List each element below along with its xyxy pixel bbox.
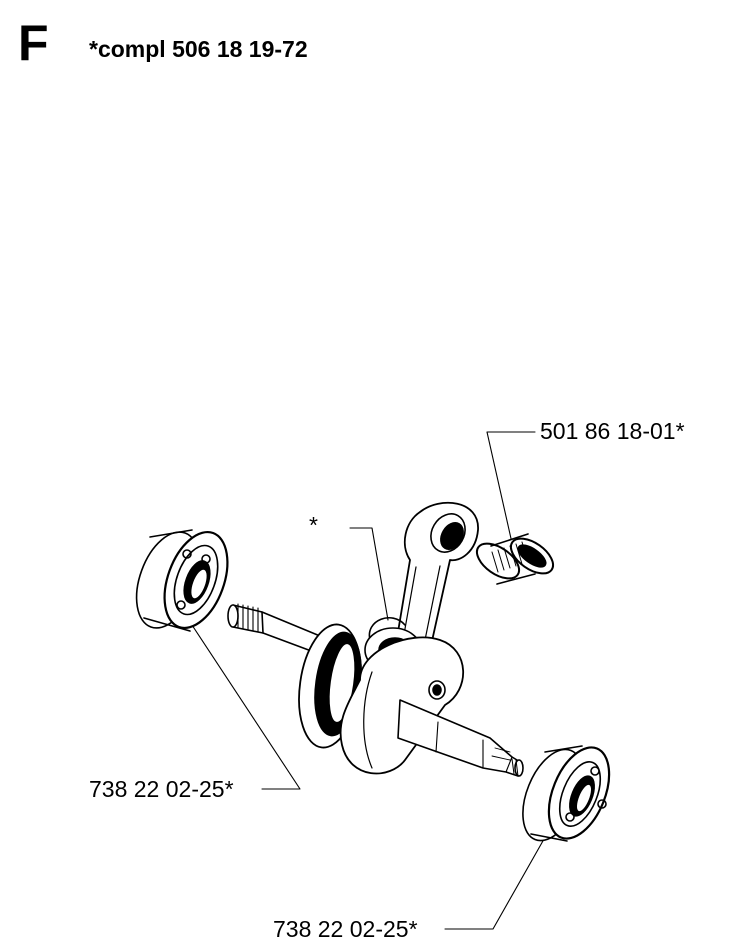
leader-crankshaft <box>349 527 389 621</box>
leader-ball-bearing-left <box>189 621 301 790</box>
leader-needle-bearing <box>486 431 536 544</box>
callout-needle-bearing: 501 86 18-01* <box>540 418 685 444</box>
needle-bearing <box>475 533 555 597</box>
callout-crankshaft-assembly: * <box>309 512 318 538</box>
crankshaft-right-journal <box>397 699 524 777</box>
leader-lines <box>189 431 549 930</box>
leader-ball-bearing-right <box>444 831 549 930</box>
section-title: *compl 506 18 19-72 <box>89 36 308 62</box>
ball-bearing-right <box>522 745 611 842</box>
ball-bearing-left <box>135 529 229 632</box>
crankshaft-left-journal <box>227 603 323 656</box>
connecting-rod <box>368 501 479 651</box>
callout-ball-bearing-right: 738 22 02-25* <box>273 916 418 942</box>
section-letter: F <box>18 15 50 71</box>
callout-ball-bearing-left: 738 22 02-25* <box>89 776 234 802</box>
